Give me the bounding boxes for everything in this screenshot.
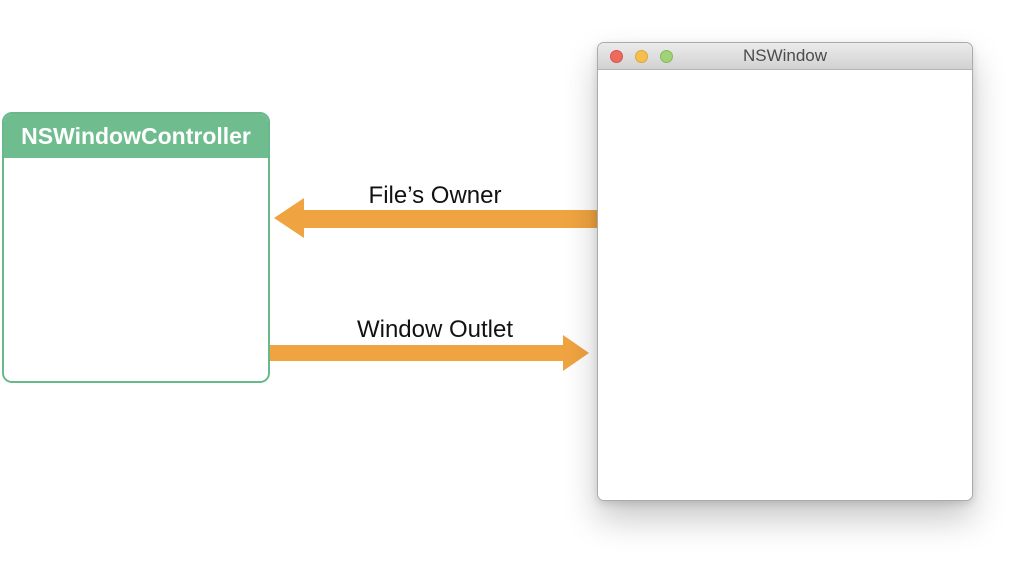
traffic-lights	[610, 43, 673, 70]
files-owner-label: File’s Owner	[368, 182, 502, 209]
arrow-left-icon	[274, 198, 304, 238]
files-owner-arrow-body	[303, 210, 597, 228]
nswindowcontroller-box: NSWindowController	[2, 112, 270, 383]
zoom-button[interactable]	[660, 50, 673, 63]
nswindowcontroller-body	[4, 158, 268, 381]
close-button[interactable]	[610, 50, 623, 63]
nswindow: NSWindow	[597, 42, 973, 501]
nswindowcontroller-header: NSWindowController	[4, 114, 268, 158]
minimize-button[interactable]	[635, 50, 648, 63]
nswindowcontroller-title: NSWindowController	[21, 122, 251, 149]
arrow-right-icon	[563, 335, 589, 371]
window-outlet-arrow-body	[270, 345, 564, 361]
window-title: NSWindow	[742, 46, 828, 65]
window-titlebar[interactable]: NSWindow	[598, 43, 972, 70]
window-outlet-label: Window Outlet	[356, 316, 514, 343]
window-content	[598, 70, 972, 500]
